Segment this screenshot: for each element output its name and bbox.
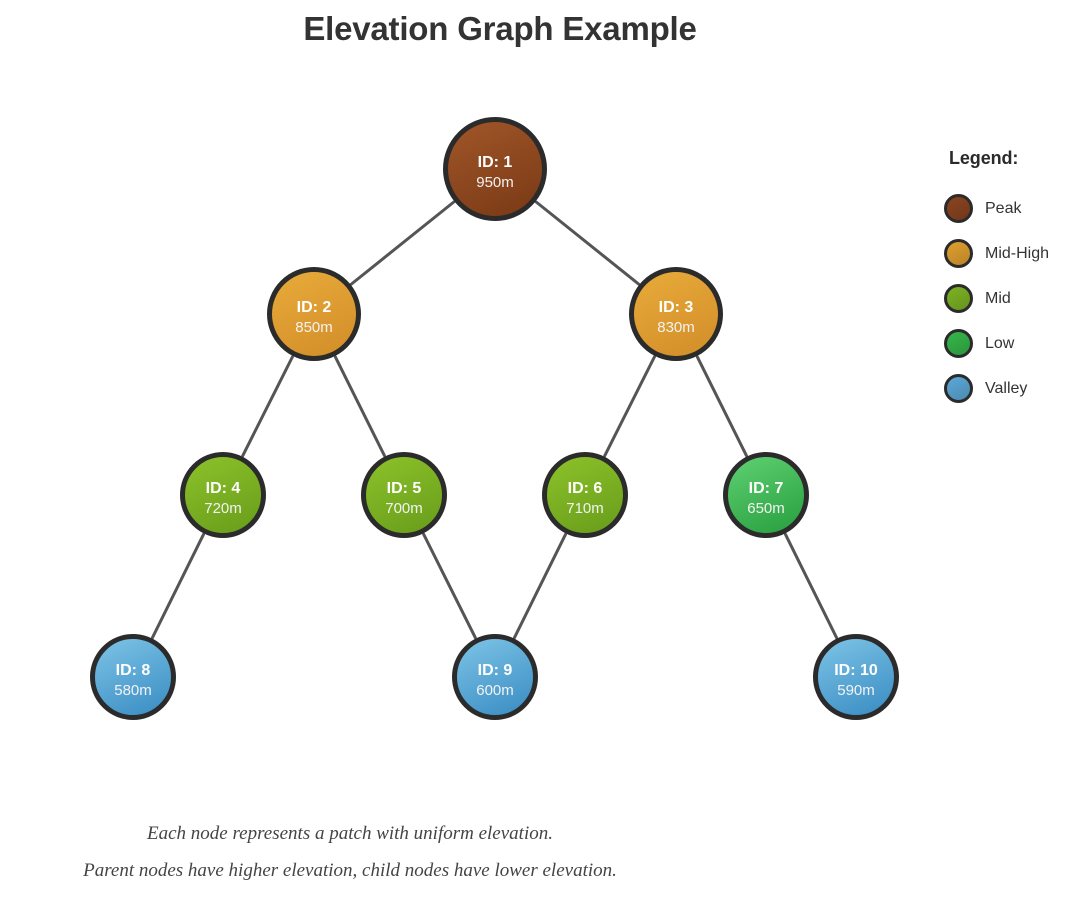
graph-node-9[interactable]: ID: 9 600m — [452, 634, 538, 720]
node-id-label-4: ID: 4 — [206, 480, 241, 497]
legend-item-label: Valley — [985, 379, 1028, 397]
node-elevation-label-6: 710m — [566, 500, 604, 517]
graph-node-6[interactable]: ID: 6 710m — [542, 452, 628, 538]
node-circle-9[interactable] — [452, 634, 538, 720]
node-id-label-3: ID: 3 — [659, 299, 694, 316]
graph-edge-4-8 — [151, 532, 205, 640]
legend-swatch-icon — [944, 239, 973, 268]
page-title: Elevation Graph Example — [303, 10, 697, 47]
graph-node-10[interactable]: ID: 10 590m — [813, 634, 899, 720]
legend-item-label: Mid-High — [985, 244, 1050, 262]
legend-swatch-icon — [944, 284, 973, 313]
node-elevation-label-1: 950m — [476, 174, 514, 191]
graph-node-5[interactable]: ID: 5 700m — [361, 452, 447, 538]
legend-swatch-icon — [944, 374, 973, 403]
legend-item-low[interactable]: Low — [944, 321, 1080, 366]
caption-line-2: Parent nodes have higher elevation, chil… — [83, 860, 617, 881]
node-circle-5[interactable] — [361, 452, 447, 538]
node-elevation-label-5: 700m — [385, 500, 423, 517]
node-id-label-2: ID: 2 — [297, 299, 332, 316]
edges-layer — [151, 200, 838, 640]
node-elevation-label-4: 720m — [204, 500, 242, 517]
caption-line-1: Each node represents a patch with unifor… — [147, 823, 553, 844]
node-id-label-6: ID: 6 — [568, 480, 603, 497]
graph-edge-1-2 — [349, 200, 456, 286]
graph-edge-3-7 — [695, 355, 748, 458]
node-circle-2[interactable] — [267, 267, 361, 361]
node-circle-6[interactable] — [542, 452, 628, 538]
graph-node-8[interactable]: ID: 8 580m — [90, 634, 176, 720]
node-circle-1[interactable] — [443, 117, 547, 221]
graph-node-3[interactable]: ID: 3 830m — [629, 267, 723, 361]
legend-swatch-icon — [944, 329, 973, 358]
graph-edge-5-9 — [422, 532, 477, 640]
node-elevation-label-8: 580m — [114, 682, 152, 699]
graph-node-4[interactable]: ID: 4 720m — [180, 452, 266, 538]
node-circle-7[interactable] — [723, 452, 809, 538]
graph-edge-6-9 — [513, 532, 567, 640]
node-circle-8[interactable] — [90, 634, 176, 720]
caption: Each node represents a patch with unifor… — [0, 815, 700, 889]
legend-item-mid-high[interactable]: Mid-High — [944, 231, 1080, 276]
graph-node-1[interactable]: ID: 1 950m — [443, 117, 547, 221]
legend-item-peak[interactable]: Peak — [944, 186, 1080, 231]
legend-item-mid[interactable]: Mid — [944, 276, 1080, 321]
legend-item-valley[interactable]: Valley — [944, 366, 1080, 411]
legend-title: Legend: — [949, 148, 1019, 168]
legend-item-label: Peak — [985, 199, 1022, 217]
legend-item-label: Mid — [985, 289, 1011, 307]
node-circle-10[interactable] — [813, 634, 899, 720]
graph-edge-2-5 — [333, 355, 386, 458]
legend-item-label: Low — [985, 334, 1015, 352]
node-elevation-label-3: 830m — [657, 319, 695, 336]
graph-edge-7-10 — [784, 532, 838, 640]
node-id-label-7: ID: 7 — [749, 480, 784, 497]
node-elevation-label-10: 590m — [837, 682, 875, 699]
node-elevation-label-7: 650m — [747, 500, 785, 517]
node-elevation-label-9: 600m — [476, 682, 514, 699]
node-circle-3[interactable] — [629, 267, 723, 361]
graph-edge-3-6 — [603, 355, 656, 458]
graph-node-7[interactable]: ID: 7 650m — [723, 452, 809, 538]
graph-node-2[interactable]: ID: 2 850m — [267, 267, 361, 361]
legend-swatch-icon — [944, 194, 973, 223]
node-circle-4[interactable] — [180, 452, 266, 538]
graph-edge-2-4 — [241, 355, 294, 458]
node-id-label-10: ID: 10 — [834, 662, 878, 679]
node-id-label-5: ID: 5 — [387, 480, 422, 497]
node-id-label-8: ID: 8 — [116, 662, 151, 679]
node-elevation-label-2: 850m — [295, 319, 333, 336]
node-id-label-1: ID: 1 — [478, 154, 513, 171]
node-id-label-9: ID: 9 — [478, 662, 513, 679]
graph-edge-1-3 — [534, 200, 641, 286]
